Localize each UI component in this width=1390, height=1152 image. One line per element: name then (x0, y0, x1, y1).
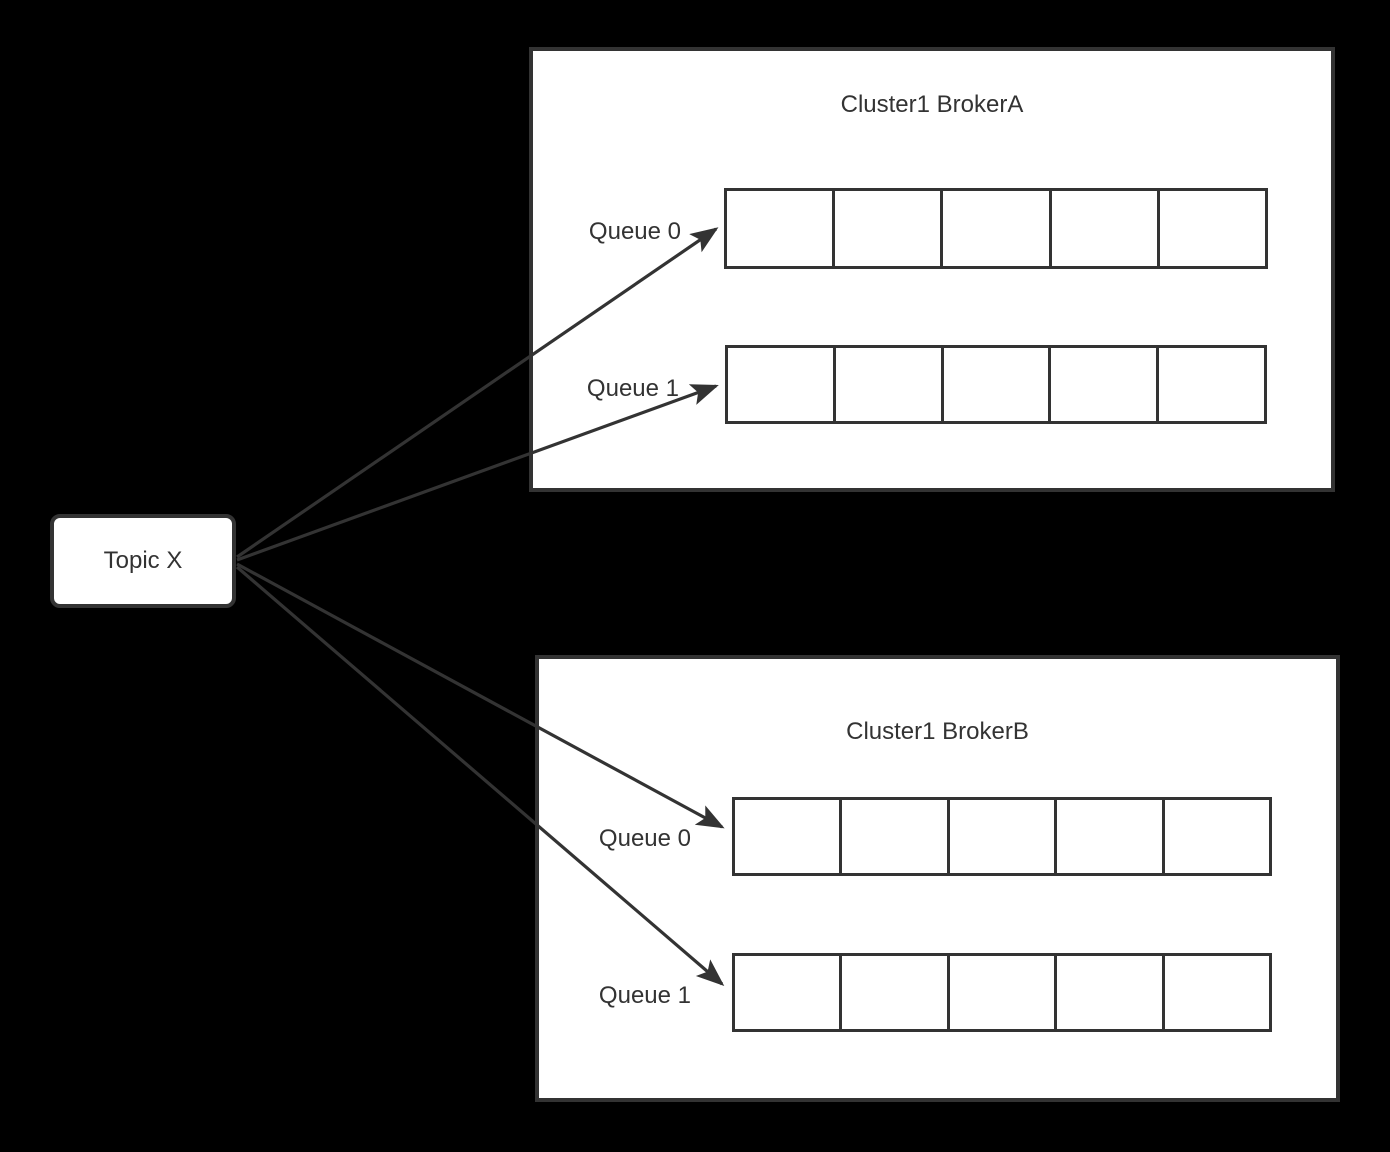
queue-cell (835, 348, 944, 421)
broker-b-queue-0-label: Queue 0 (598, 825, 691, 852)
broker-a-queue-1-label: Queue 1 (586, 375, 679, 402)
queue-cell (727, 191, 836, 266)
queue-cell (842, 956, 950, 1029)
queue-cell (1057, 800, 1165, 873)
broker-a-queue-0-label: Queue 0 (588, 218, 681, 245)
broker-b-box: Cluster1 BrokerB Queue 0 Queue 1 (535, 655, 1340, 1102)
queue-cell (943, 348, 1052, 421)
broker-b-queue-0-row (732, 797, 1272, 876)
queue-cell (728, 348, 836, 421)
queue-cell (1051, 348, 1160, 421)
topic-label: Topic X (103, 547, 183, 574)
broker-a-box: Cluster1 BrokerA Queue 0 Queue 1 (529, 47, 1335, 492)
queue-cell (943, 191, 1052, 266)
queue-cell (835, 191, 944, 266)
topic-node: Topic X (50, 514, 236, 608)
queue-cell (1057, 956, 1165, 1029)
queue-cell (1051, 191, 1160, 266)
queue-cell (1164, 800, 1270, 873)
broker-b-queue-1-row (732, 953, 1272, 1032)
queue-cell (1159, 348, 1264, 421)
queue-cell (1159, 191, 1266, 266)
broker-a-queue-0-row (724, 188, 1268, 269)
queue-cell (949, 800, 1058, 873)
broker-a-queue-1-row (725, 345, 1267, 424)
broker-b-queue-1-label: Queue 1 (598, 982, 691, 1009)
queue-cell (735, 800, 843, 873)
queue-cell (842, 800, 950, 873)
queue-cell (1164, 956, 1270, 1029)
queue-cell (735, 956, 843, 1029)
queue-cell (949, 956, 1058, 1029)
broker-a-title: Cluster1 BrokerA (840, 91, 1024, 118)
broker-b-title: Cluster1 BrokerB (846, 718, 1029, 745)
